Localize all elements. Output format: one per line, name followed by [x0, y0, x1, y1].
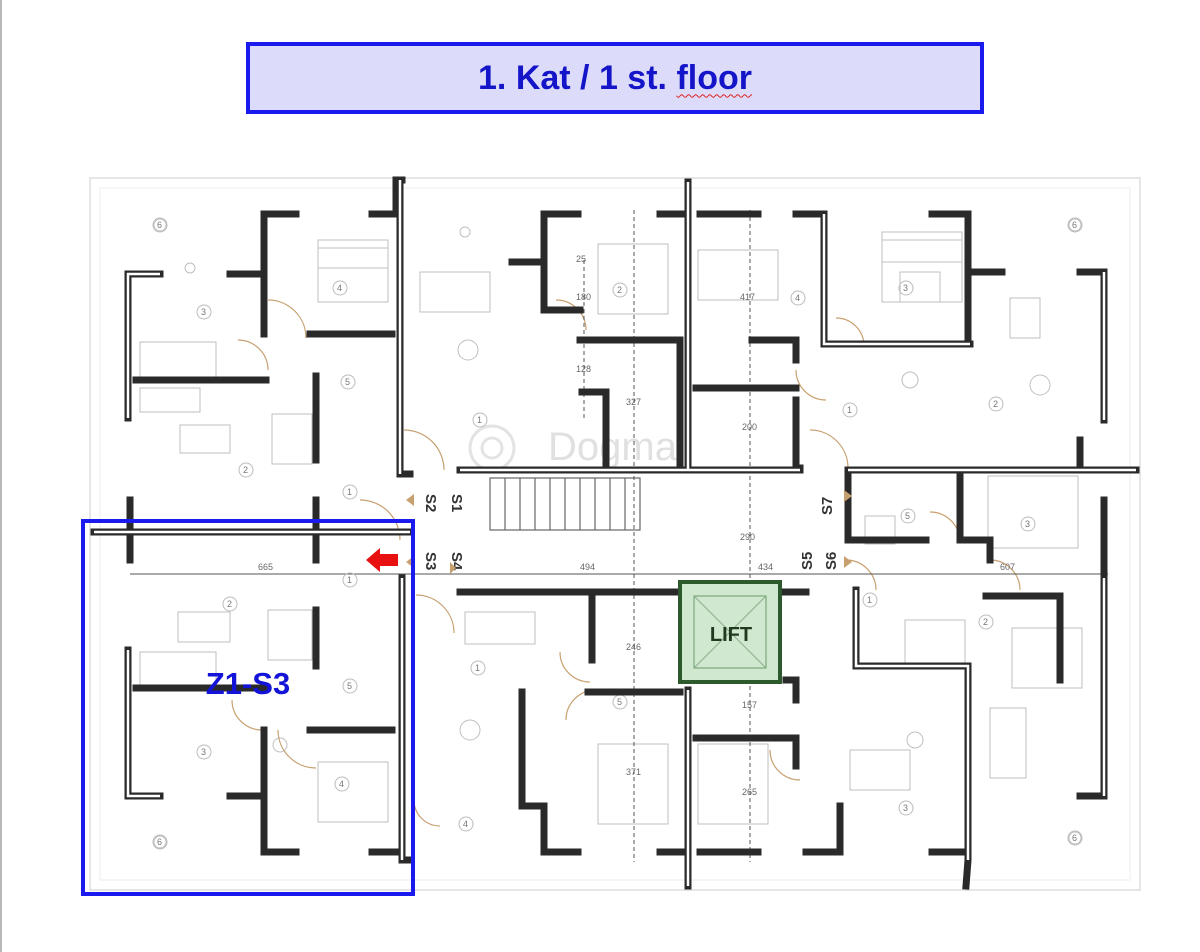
unit-highlight: Z1-S3 [81, 519, 415, 896]
svg-text:3: 3 [201, 307, 206, 317]
dim-200: 200 [742, 422, 757, 432]
svg-text:1: 1 [347, 487, 352, 497]
room-number: 1 [472, 412, 488, 428]
dim-327: 327 [626, 397, 641, 407]
room-number: 5 [612, 694, 628, 710]
room-number: 6 [152, 217, 168, 233]
furniture-details [139, 218, 1083, 849]
svg-text:5: 5 [617, 697, 622, 707]
lift-label: LIFT [710, 624, 752, 646]
stair-flight [489, 477, 641, 531]
room-number: 3 [898, 800, 914, 816]
dim-434: 434 [758, 562, 773, 572]
watermark-logo: Dogma [468, 424, 678, 472]
stair-label-s5: S5 [799, 552, 816, 570]
floor-title-banner: 1. Kat / 1 st. floor [246, 42, 984, 114]
entrance-arrow-icon [366, 548, 398, 572]
room-number: 1 [842, 402, 858, 418]
dim-607: 607 [1000, 562, 1015, 572]
room-number: 5 [340, 374, 356, 390]
watermark-text: Dogma [548, 425, 678, 469]
svg-text:6: 6 [157, 837, 162, 847]
room-numbers: 6 4 3 5 2 1 1 2 5 3 4 6 2 1 4 3 1 2 6 5 … [152, 217, 1083, 850]
svg-text:6: 6 [157, 220, 162, 230]
room-number: 3 [196, 304, 212, 320]
svg-text:1: 1 [477, 415, 482, 425]
dim-180: 180 [576, 292, 591, 302]
stair-label-s1: S1 [448, 494, 465, 512]
svg-text:6: 6 [1072, 833, 1077, 843]
svg-text:5: 5 [345, 377, 350, 387]
room-number: 4 [332, 280, 348, 296]
room-number: 1 [342, 484, 358, 500]
dim-25: 25 [576, 254, 586, 264]
svg-text:4: 4 [795, 293, 800, 303]
room-number: 2 [238, 462, 254, 478]
room-number: 4 [458, 816, 474, 832]
svg-text:4: 4 [337, 283, 342, 293]
room-number: 2 [978, 614, 994, 630]
room-number: 6 [1067, 217, 1083, 233]
dim-494: 494 [580, 562, 595, 572]
stair-label-s3: S3 [422, 552, 439, 570]
room-number: 4 [790, 290, 806, 306]
dim-128: 128 [576, 364, 591, 374]
dim-246: 246 [626, 642, 641, 652]
page-left-border [0, 0, 2, 952]
svg-text:2: 2 [227, 599, 232, 609]
stair-label-s6: S6 [823, 552, 840, 570]
svg-text:6: 6 [1072, 220, 1077, 230]
svg-text:2: 2 [243, 465, 248, 475]
stair-label-s7: S7 [819, 497, 836, 515]
room-number: 3 [196, 744, 212, 760]
dim-417: 417 [740, 292, 755, 302]
stair-label-s2: S2 [422, 494, 439, 512]
room-number: 2 [612, 282, 628, 298]
svg-text:3: 3 [201, 747, 206, 757]
floor-title-prefix: 1. Kat / 1 st. [478, 58, 667, 97]
room-number: 1 [862, 592, 878, 608]
room-number: 3 [1020, 516, 1036, 532]
wall-inner-lines [94, 180, 1136, 886]
svg-text:1: 1 [347, 575, 352, 585]
svg-text:5: 5 [905, 511, 910, 521]
room-number: 5 [342, 678, 358, 694]
unit-label: Z1-S3 [206, 666, 290, 701]
room-number: 6 [1067, 830, 1083, 846]
room-number: 3 [898, 280, 914, 296]
svg-text:3: 3 [903, 803, 908, 813]
svg-text:2: 2 [993, 399, 998, 409]
svg-text:1: 1 [475, 663, 480, 673]
svg-text:4: 4 [339, 779, 344, 789]
dim-265: 265 [742, 787, 757, 797]
room-number: 5 [900, 508, 916, 524]
dimension-labels: 665 494 434 607 290 417 200 246 157 371 … [258, 254, 1015, 797]
svg-text:3: 3 [1025, 519, 1030, 529]
room-number: 6 [152, 834, 168, 850]
dim-371: 371 [626, 767, 641, 777]
room-number: 1 [342, 572, 358, 588]
svg-text:4: 4 [463, 819, 468, 829]
svg-text:2: 2 [983, 617, 988, 627]
stair-labels: S1 S2 S3 S4 S5 S6 S7 [422, 494, 840, 571]
floor-title-word: floor [676, 58, 752, 97]
lift: LIFT [678, 580, 782, 684]
room-number: 1 [470, 660, 486, 676]
svg-text:1: 1 [847, 405, 852, 415]
svg-text:2: 2 [617, 285, 622, 295]
dim-157: 157 [742, 700, 757, 710]
svg-text:1: 1 [867, 595, 872, 605]
dim-665: 665 [258, 562, 273, 572]
room-number: 2 [222, 596, 238, 612]
room-number: 2 [988, 396, 1004, 412]
room-number: 4 [334, 776, 350, 792]
svg-text:5: 5 [347, 681, 352, 691]
svg-text:3: 3 [903, 283, 908, 293]
dim-290: 290 [740, 532, 755, 542]
floor-title: 1. Kat / 1 st. floor [478, 59, 752, 98]
stair-markers [406, 490, 852, 574]
